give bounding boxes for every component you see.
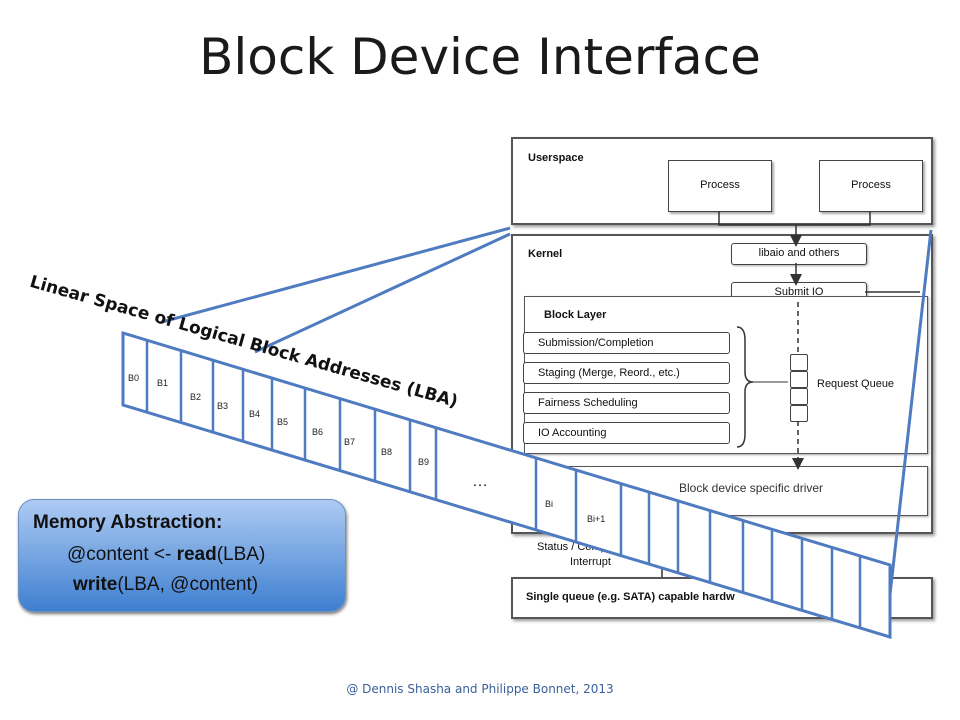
layer-io-accounting: IO Accounting xyxy=(523,422,730,444)
process-box-1: Process xyxy=(668,160,772,212)
arrow-process-1-to-libaio xyxy=(718,211,802,247)
callout-write-line: write(LBA, @content) xyxy=(73,574,258,596)
process-box-2: Process xyxy=(819,160,923,212)
layer-staging: Staging (Merge, Reord., etc.) xyxy=(523,362,730,384)
zoom-line-mid xyxy=(254,232,511,354)
read-keyword: read xyxy=(176,544,217,565)
lba-block-label: B2 xyxy=(190,392,201,402)
layer-fairness-scheduling: Fairness Scheduling xyxy=(523,392,730,414)
read-suffix: (LBA) xyxy=(216,544,266,565)
zoom-line-right xyxy=(884,229,933,631)
callout-heading: Memory Abstraction: xyxy=(33,512,223,533)
lba-block-label: B3 xyxy=(217,401,228,411)
driver-label: Block device specific driver xyxy=(679,481,824,495)
lba-block-label: B1 xyxy=(157,378,168,388)
block-layer-label: Block Layer xyxy=(544,309,607,321)
lba-block-label: B7 xyxy=(344,437,355,447)
request-queue-cell xyxy=(790,388,808,405)
lba-block-label: Bi+1 xyxy=(587,514,605,524)
arrow-process-2-to-libaio xyxy=(796,211,871,226)
lba-block-label: B0 xyxy=(128,373,139,383)
write-keyword: write xyxy=(73,574,118,595)
request-queue-cell xyxy=(790,405,808,422)
callout-read-line: @content <- read(LBA) xyxy=(67,544,265,566)
zoom-line-top xyxy=(161,226,511,324)
lba-block-label: B9 xyxy=(418,457,429,467)
lba-block-label: B8 xyxy=(381,447,392,457)
request-queue-cell xyxy=(790,371,808,388)
userspace-label: Userspace xyxy=(528,152,584,164)
memory-abstraction-callout: Memory Abstraction: @content <- read(LBA… xyxy=(18,499,346,612)
layer-submission-completion: Submission/Completion xyxy=(523,332,730,354)
read-prefix: @content <- xyxy=(67,544,177,565)
hardware-label: Single queue (e.g. SATA) capable hardw xyxy=(526,591,735,603)
lba-block-label: B6 xyxy=(312,427,323,437)
lba-block-label: … xyxy=(472,473,488,490)
kernel-label: Kernel xyxy=(528,248,563,260)
lba-block-label: B5 xyxy=(277,417,288,427)
block-layer-brace xyxy=(736,326,754,448)
lba-strip xyxy=(121,330,892,640)
interrupt-label: Interrupt xyxy=(570,556,611,568)
lba-block-label: Bi xyxy=(545,499,553,509)
request-queue-cell xyxy=(790,354,808,371)
write-suffix: (LBA, @content) xyxy=(117,574,259,595)
footer-credit: @ Dennis Shasha and Philippe Bonnet, 201… xyxy=(346,682,614,696)
slide-title: Block Device Interface xyxy=(199,28,761,86)
lba-block-label: B4 xyxy=(249,409,260,419)
request-queue-label: Request Queue xyxy=(817,378,895,390)
